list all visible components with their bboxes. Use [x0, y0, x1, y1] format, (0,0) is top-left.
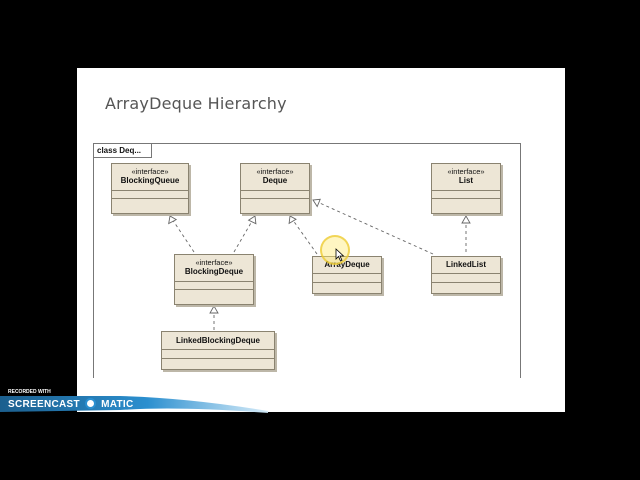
compartment-divider: [162, 349, 274, 350]
watermark-brand-part2: MATIC: [101, 399, 134, 410]
slide-title: ArrayDeque Hierarchy: [105, 94, 287, 113]
uml-node-blockingdeque: «interface» BlockingDeque: [174, 254, 254, 305]
edge-blockingdeque-deque: [233, 215, 256, 253]
uml-node-linkedblockingdeque: LinkedBlockingDeque: [161, 331, 275, 370]
diagram-connectors: [168, 198, 471, 330]
watermark-brand-part1: SCREENCAST: [8, 399, 80, 410]
class-name: LinkedList: [445, 260, 486, 269]
class-name: LinkedBlockingDeque: [175, 336, 260, 345]
edge-arraydeque-deque: [289, 215, 318, 255]
arrowhead-blockingqueue: [168, 215, 178, 225]
stereotype-label: «interface»: [195, 258, 233, 267]
class-name: BlockingDeque: [184, 267, 244, 276]
slide: ArrayDeque Hierarchy class Deq... «inter…: [77, 68, 565, 412]
stereotype-label: «interface»: [256, 167, 294, 176]
compartment-divider: [241, 190, 309, 191]
arrowhead-deque-mid: [288, 215, 297, 225]
stereotype-label: «interface»: [131, 167, 169, 176]
arrowhead-deque-right: [312, 198, 321, 208]
screencast-watermark: RECORDED WITH SCREENCAST MATIC: [0, 382, 270, 418]
watermark-swoosh: [0, 396, 268, 413]
uml-node-deque: «interface» Deque: [240, 163, 310, 214]
class-name: List: [458, 176, 474, 185]
arrowhead-deque-left: [247, 215, 257, 225]
compartment-divider: [432, 190, 500, 191]
uml-node-blockingqueue: «interface» BlockingQueue: [111, 163, 189, 214]
uml-node-arraydeque: ArrayDeque: [312, 256, 382, 294]
compartment-divider: [432, 282, 500, 283]
arrowhead-blockingdeque: [209, 305, 219, 314]
uml-node-linkedlist: LinkedList: [431, 256, 501, 294]
compartment-divider: [175, 281, 253, 282]
compartment-divider: [432, 198, 500, 199]
compartment-divider: [313, 273, 381, 274]
compartment-divider: [162, 358, 274, 359]
edge-blockingdeque-blockingqueue: [169, 215, 195, 253]
class-name: BlockingQueue: [120, 176, 180, 185]
watermark-brand: SCREENCAST MATIC: [8, 398, 134, 410]
cursor-highlight: [320, 235, 350, 265]
compartment-divider: [175, 289, 253, 290]
compartment-divider: [241, 198, 309, 199]
compartment-divider: [112, 190, 188, 191]
diagram-frame: class Deq...: [93, 143, 521, 378]
arrowhead-list: [461, 215, 471, 224]
uml-node-list: «interface» List: [431, 163, 501, 214]
compartment-divider: [313, 282, 381, 283]
compartment-divider: [112, 198, 188, 199]
class-name: Deque: [262, 176, 288, 185]
mouse-pointer-icon: [335, 248, 345, 262]
stereotype-label: «interface»: [447, 167, 485, 176]
watermark-recorded-with: RECORDED WITH: [8, 389, 51, 395]
compartment-divider: [432, 273, 500, 274]
record-button-icon: [85, 398, 96, 409]
diagram-frame-label: class Deq...: [94, 144, 153, 158]
edge-linkedlist-deque: [312, 199, 434, 255]
class-name: ArrayDeque: [324, 260, 370, 269]
